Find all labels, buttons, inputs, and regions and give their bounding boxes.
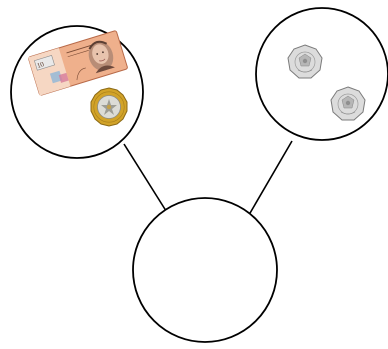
connector-right: [246, 141, 292, 220]
one-pound-coin-icon: [91, 88, 127, 126]
fifty-pence-coin-icon: [288, 45, 322, 78]
part-circle-left: 10: [11, 26, 143, 158]
part-circle-right: [256, 8, 388, 140]
fifty-pence-coin-icon: [331, 87, 365, 120]
whole-circle: [133, 198, 277, 342]
connector-left: [124, 144, 168, 214]
